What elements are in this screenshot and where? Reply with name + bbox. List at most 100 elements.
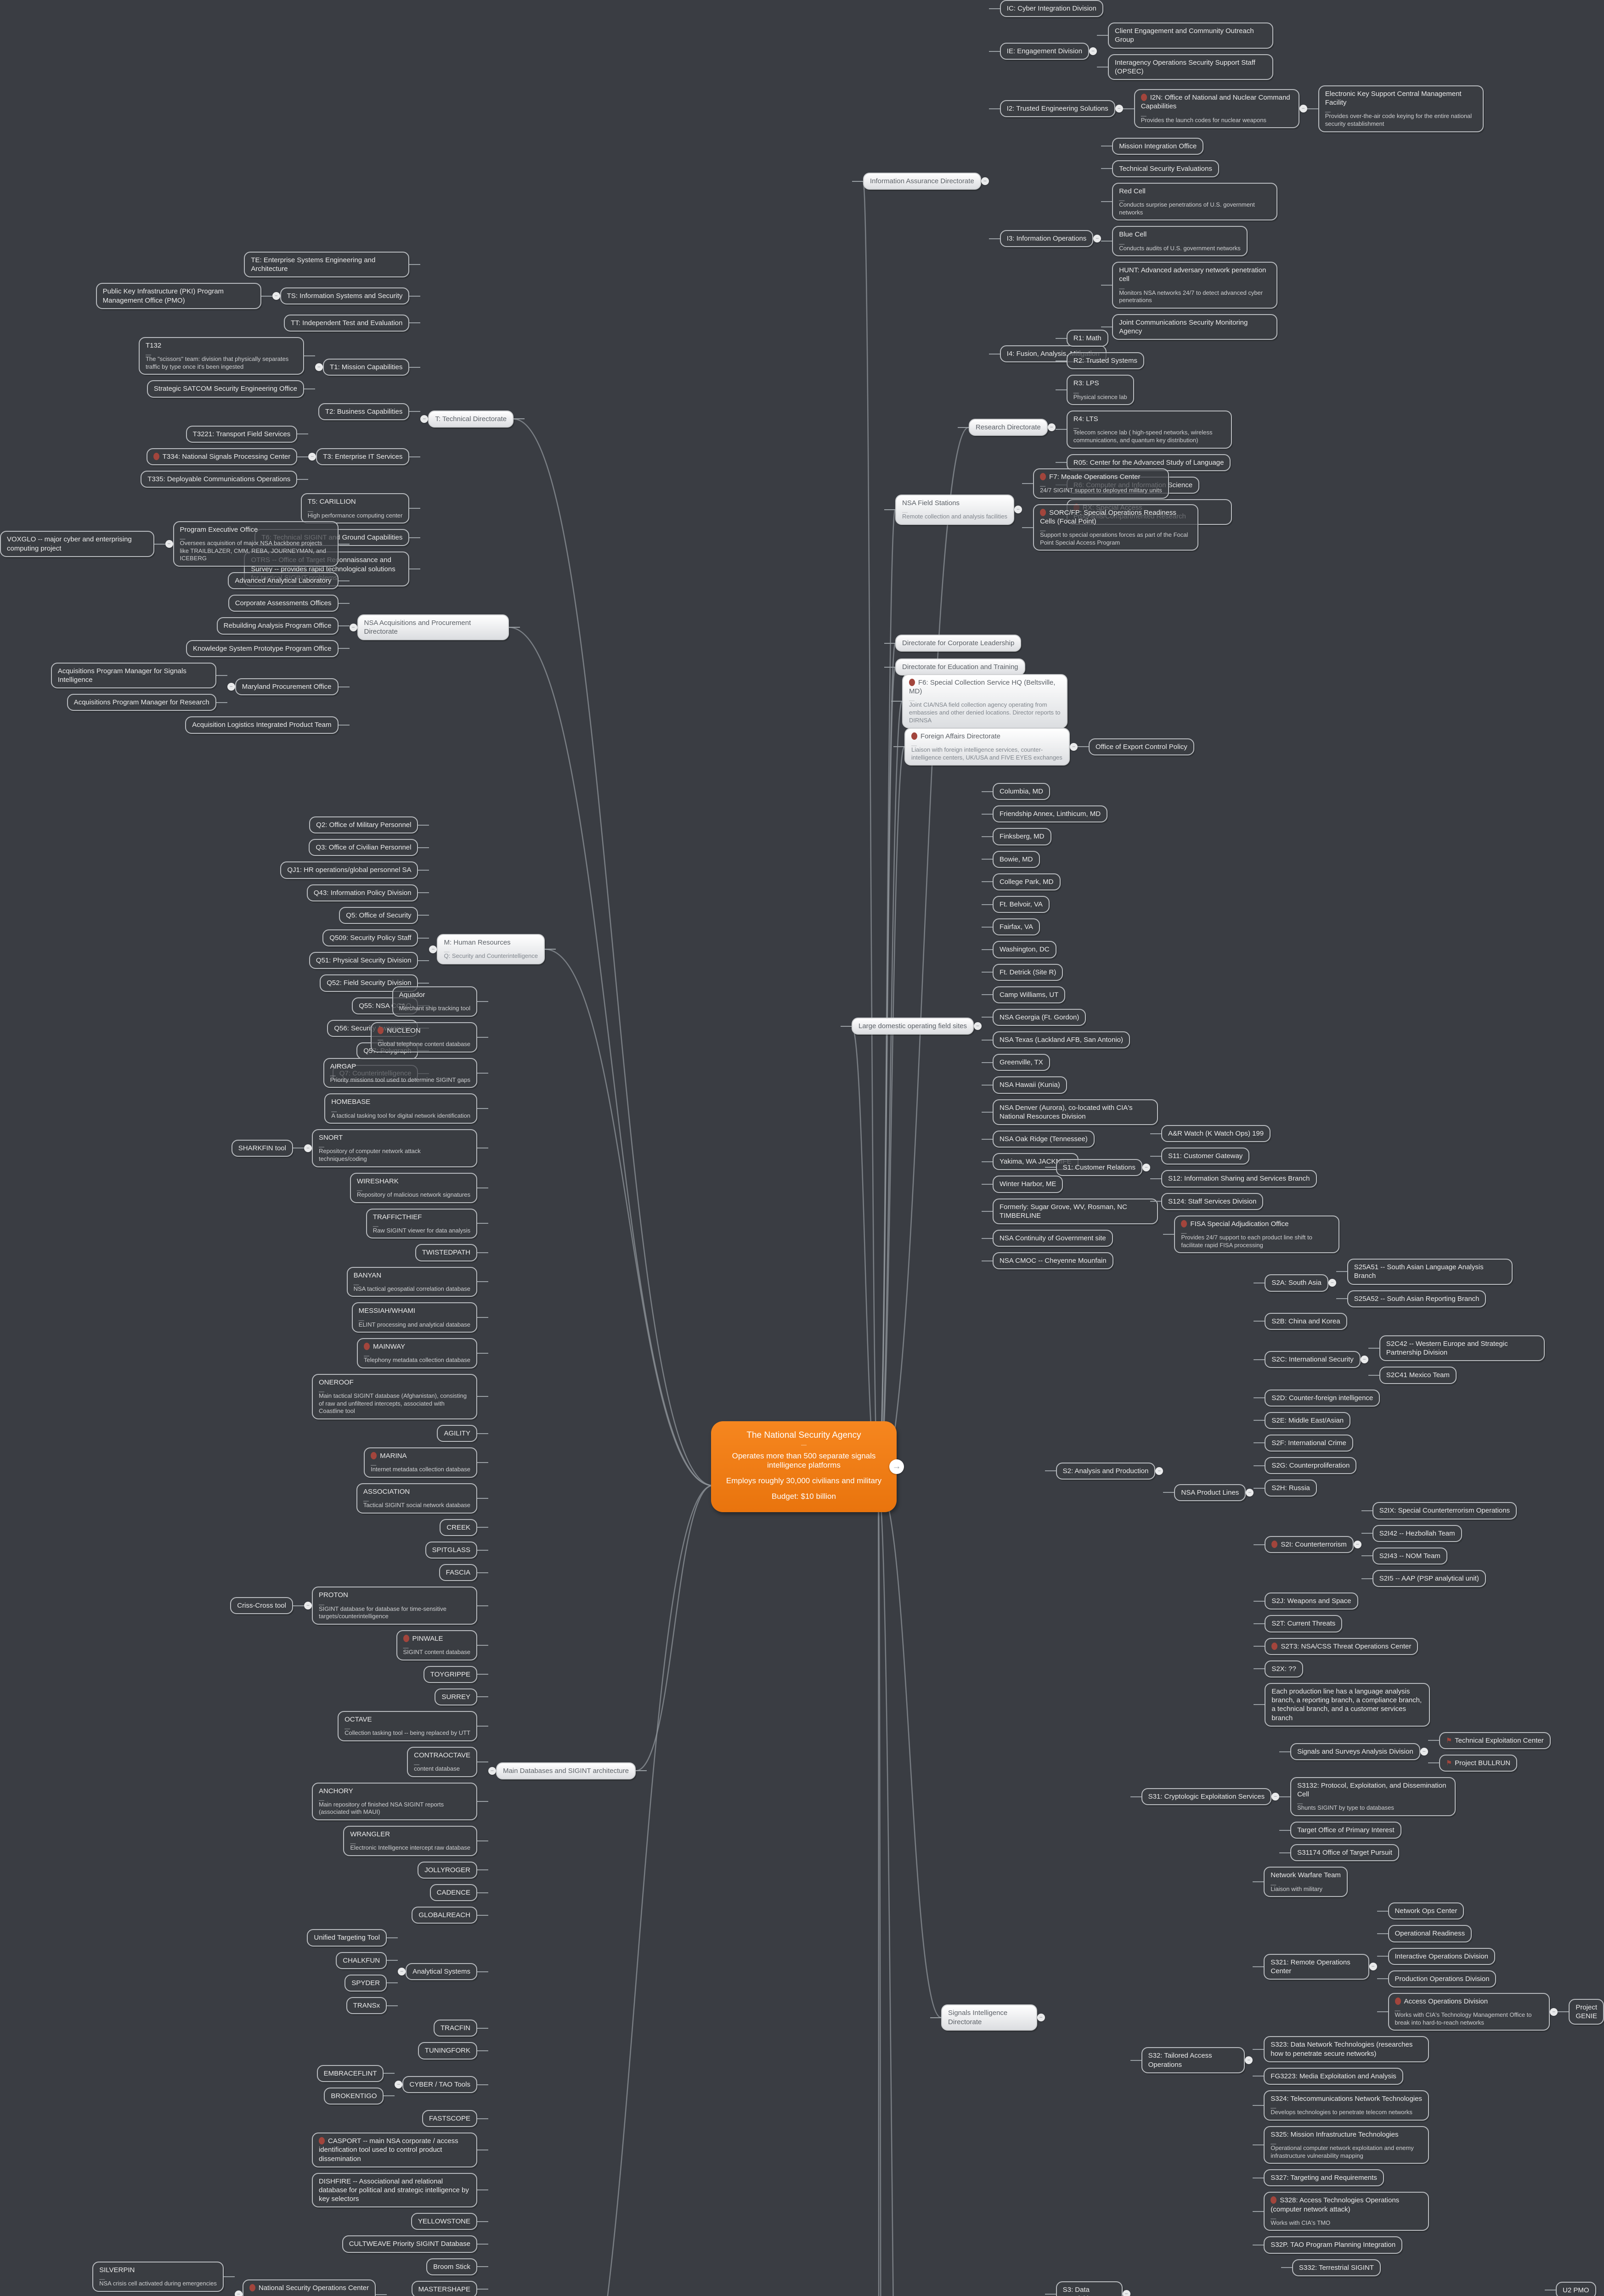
node-acquisitions-program-manager-for-signals-i[interactable]: Acquisitions Program Manager for Signals…: [51, 662, 216, 689]
node-f6-special-collection-service-hq-beltsvill[interactable]: F6: Special Collection Service HQ (Belts…: [902, 674, 1067, 729]
collapse-toggle[interactable]: −: [398, 1968, 406, 1976]
node-s1-customer-relations[interactable]: S1: Customer Relations: [1056, 1159, 1143, 1176]
node-globalreach[interactable]: GLOBALREACH: [412, 1907, 477, 1924]
node-production-operations-division[interactable]: Production Operations Division: [1388, 1970, 1497, 1987]
node-s25a52-south-asian-reporting-branch[interactable]: S25A52 -- South Asian Reporting Branch: [1347, 1290, 1486, 1307]
collapse-toggle[interactable]: −: [1420, 1748, 1428, 1756]
node-office-of-export-control-policy[interactable]: Office of Export Control Policy: [1089, 738, 1194, 755]
node-contraoctave[interactable]: CONTRAOCTAVEcontent database: [407, 1746, 477, 1777]
node-client-engagement-and-community-outreach-g[interactable]: Client Engagement and Community Outreach…: [1108, 23, 1274, 49]
node-octave[interactable]: OCTAVECollection tasking tool -- being r…: [338, 1711, 477, 1741]
node-r1-math[interactable]: R1: Math: [1066, 330, 1108, 347]
node-fastscope[interactable]: FASTSCOPE: [422, 2110, 477, 2127]
node-s124-staff-services-division[interactable]: S124: Staff Services Division: [1161, 1193, 1264, 1210]
node-main-databases-and-sigint-architecture[interactable]: Main Databases and SIGINT architecture: [496, 1762, 636, 1779]
node-sorc-fp-special-operations-readiness-cells[interactable]: SORC/FP: Special Operations Readiness Ce…: [1033, 504, 1199, 551]
node-s25a51-south-asian-language-analysis-branc[interactable]: S25A51 -- South Asian Language Analysis …: [1347, 1259, 1513, 1285]
node-ie-engagement-division[interactable]: IE: Engagement Division: [1000, 42, 1090, 60]
node-nsa-denver-aurora-co-located-with-cia-s-na[interactable]: NSA Denver (Aurora), co-located with CIA…: [992, 1099, 1158, 1125]
collapse-toggle[interactable]: −: [1115, 105, 1123, 113]
node-each-production-line-has-a-language-analys[interactable]: Each production line has a language anal…: [1265, 1683, 1430, 1727]
node-s3-data-acquisition[interactable]: S3: Data Acquisition: [1056, 2281, 1123, 2296]
node-s2t-current-threats[interactable]: S2T: Current Threats: [1265, 1615, 1343, 1632]
node-foreign-affairs-directorate[interactable]: Foreign Affairs DirectorateLiaison with …: [904, 728, 1070, 766]
collapse-toggle[interactable]: −: [1142, 1163, 1151, 1171]
collapse-toggle[interactable]: −: [1014, 506, 1022, 514]
collapse-toggle[interactable]: −: [973, 1022, 982, 1030]
node-cadence[interactable]: CADENCE: [429, 1884, 477, 1902]
node-marina[interactable]: MARINAInternet metadata collection datab…: [364, 1447, 477, 1478]
node-s2x[interactable]: S2X: ??: [1265, 1660, 1303, 1677]
collapse-toggle[interactable]: −: [429, 945, 437, 953]
node-directorate-for-corporate-leadership[interactable]: Directorate for Corporate Leadership: [895, 635, 1022, 652]
node-q5-office-of-security[interactable]: Q5: Office of Security: [339, 906, 418, 924]
node-network-warfare-team[interactable]: Network Warfare TeamLiaison with militar…: [1264, 1867, 1348, 1897]
node-cyber-tao-tools[interactable]: CYBER / TAO Tools: [402, 2076, 477, 2093]
node-m-human-resources[interactable]: M: Human ResourcesQ: Security and Counte…: [437, 934, 545, 965]
node-greenville-tx[interactable]: Greenville, TX: [992, 1054, 1050, 1071]
node-qj1-hr-operations-global-personnel-sa[interactable]: QJ1: HR operations/global personnel SA: [280, 861, 418, 879]
node-s332-terrestrial-sigint[interactable]: S332: Terrestrial SIGINT: [1292, 2259, 1381, 2276]
node-s2i-counterterrorism[interactable]: S2I: Counterterrorism: [1265, 1536, 1354, 1553]
node-wireshark[interactable]: WIRESHARKRepository of malicious network…: [350, 1172, 477, 1203]
central-topic-node[interactable]: The National Security Agency Operates mo…: [711, 1421, 904, 1512]
node-access-operations-division[interactable]: Access Operations DivisionWorks with CIA…: [1388, 1993, 1550, 2031]
node-q3-office-of-civilian-personnel[interactable]: Q3: Office of Civilian Personnel: [309, 839, 418, 856]
node-criss-cross-tool[interactable]: Criss-Cross tool: [230, 1597, 293, 1615]
collapse-toggle[interactable]: −: [1245, 2056, 1253, 2065]
node-spitglass[interactable]: SPITGLASS: [425, 1542, 477, 1559]
node-unified-targeting-tool[interactable]: Unified Targeting Tool: [307, 1929, 387, 1947]
node-pinwale[interactable]: PINWALESIGINT content database: [396, 1630, 477, 1660]
node-silverpin[interactable]: SILVERPINNSA crisis cell activated durin…: [92, 2262, 224, 2292]
node-camp-williams-ut[interactable]: Camp Williams, UT: [992, 986, 1066, 1003]
node-airgap[interactable]: AIRGAPPriority missions tool used to det…: [323, 1058, 477, 1088]
node-ts-information-systems-and-security[interactable]: TS: Information Systems and Security: [280, 287, 410, 305]
collapse-toggle[interactable]: −: [1299, 105, 1307, 113]
collapse-toggle[interactable]: −: [1093, 235, 1101, 243]
collapse-toggle[interactable]: −: [1070, 743, 1078, 751]
node-toygrippe[interactable]: TOYGRIPPE: [423, 1666, 477, 1683]
node-research-directorate[interactable]: Research Directorate: [969, 419, 1048, 436]
node-brokentigo[interactable]: BROKENTIGO: [324, 2087, 384, 2105]
node-bowie-md[interactable]: Bowie, MD: [992, 850, 1040, 868]
node-t-technical-directorate[interactable]: T: Technical Directorate: [428, 410, 514, 428]
node-technical-security-evaluations[interactable]: Technical Security Evaluations: [1112, 160, 1219, 177]
node-mainway[interactable]: MAINWAYTelephony metadata collection dat…: [356, 1338, 477, 1368]
node-project-genie[interactable]: Project GENIE: [1569, 1999, 1604, 2025]
collapse-toggle[interactable]: −: [1271, 1793, 1280, 1801]
collapse-toggle[interactable]: −: [165, 540, 173, 548]
node-mission-integration-office[interactable]: Mission Integration Office: [1112, 137, 1204, 155]
node-s2c42-western-europe-and-strategic-partner[interactable]: S2C42 -- Western Europe and Strategic Pa…: [1379, 1335, 1545, 1362]
node-creek[interactable]: CREEK: [440, 1519, 477, 1536]
collapse-toggle[interactable]: −: [1550, 2008, 1558, 2016]
collapse-toggle[interactable]: −: [1369, 1963, 1377, 1971]
node-dishfire-associational-and-relational-data[interactable]: DISHFIRE -- Associational and relational…: [311, 2172, 477, 2208]
node-acquisition-logistics-integrated-product-t[interactable]: Acquisition Logistics Integrated Product…: [185, 716, 339, 734]
node-rebuilding-analysis-program-office[interactable]: Rebuilding Analysis Program Office: [216, 617, 339, 635]
node-large-domestic-operating-field-sites[interactable]: Large domestic operating field sites: [852, 1018, 974, 1035]
node-target-office-of-primary-interest[interactable]: Target Office of Primary Interest: [1290, 1822, 1401, 1839]
node-electronic-key-support-central-management-[interactable]: Electronic Key Support Central Managemen…: [1318, 85, 1484, 132]
node-homebase[interactable]: HOMEBASEA tactical tasking tool for digi…: [324, 1093, 477, 1124]
node-tracfin[interactable]: TRACFIN: [433, 2020, 477, 2037]
node-transx[interactable]: TRANSx: [346, 1997, 387, 2015]
node-agility[interactable]: AGILITY: [437, 1425, 477, 1442]
node-s2t3-nsa-css-threat-operations-center[interactable]: S2T3: NSA/CSS Threat Operations Center: [1265, 1638, 1418, 1655]
node-nsa-texas-lackland-afb-san-antonio[interactable]: NSA Texas (Lackland AFB, San Antonio): [992, 1031, 1130, 1049]
node-strategic-satcom-security-engineering-offi[interactable]: Strategic SATCOM Security Engineering Of…: [147, 380, 304, 398]
node-f7-meade-operations-center[interactable]: F7: Meade Operations Center24/7 SIGINT s…: [1033, 468, 1169, 499]
node-banyan[interactable]: BANYANNSA tactical geospatial correlatio…: [346, 1266, 477, 1297]
node-cultweave-priority-sigint-database[interactable]: CULTWEAVE Priority SIGINT Database: [342, 2235, 477, 2253]
collapse-toggle[interactable]: −: [1360, 1356, 1368, 1364]
node-friendship-annex-linthicum-md[interactable]: Friendship Annex, Linthicum, MD: [992, 805, 1108, 823]
node-washington-dc[interactable]: Washington, DC: [992, 941, 1056, 958]
node-s2i42-hezbollah-team[interactable]: S2I42 -- Hezbollah Team: [1372, 1525, 1462, 1542]
node-s31-cryptologic-exploitation-services[interactable]: S31: Cryptologic Exploitation Services: [1141, 1788, 1272, 1806]
node-directorate-for-education-and-training[interactable]: Directorate for Education and Training: [895, 658, 1025, 676]
node-columbia-md[interactable]: Columbia, MD: [992, 783, 1050, 800]
node-hunt-advanced-adversary-network-penetratio[interactable]: HUNT: Advanced adversary network penetra…: [1112, 262, 1278, 309]
node-aquador[interactable]: AquadorMerchant ship tracking tool: [392, 986, 477, 1017]
node-q509-security-policy-staff[interactable]: Q509: Security Policy Staff: [322, 929, 418, 947]
node-r2-trusted-systems[interactable]: R2: Trusted Systems: [1066, 352, 1144, 370]
node-s325-mission-infrastructure-technologies[interactable]: S325: Mission Infrastructure Technologie…: [1264, 2126, 1429, 2164]
